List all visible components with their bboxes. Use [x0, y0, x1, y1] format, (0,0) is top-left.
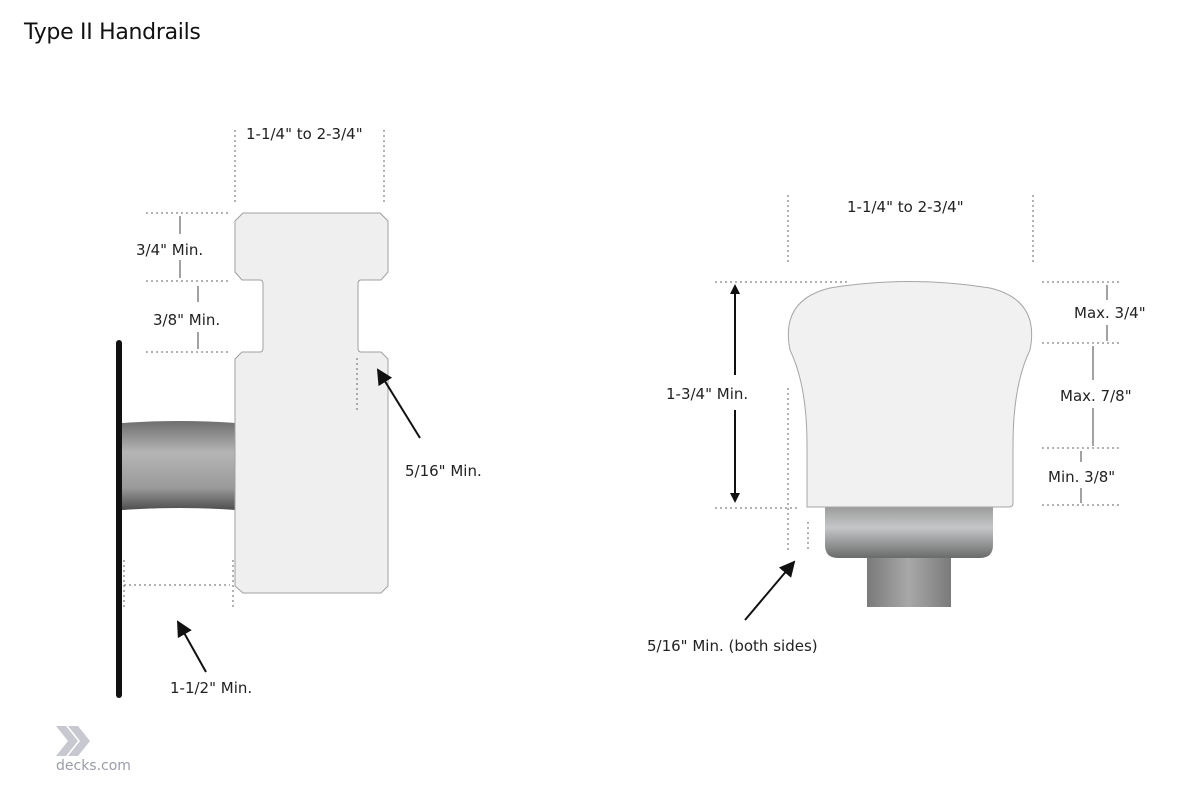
right-height-label: 1-3/4" Min.	[666, 385, 748, 403]
left-handrail-figure: 1-1/4" to 2-3/4" 3/4" Min. 3/8" Min. 5/1…	[116, 125, 482, 698]
recess-both-sides-arrow	[744, 560, 796, 621]
handrail-cap	[787, 281, 1033, 508]
chevron-logo-icon	[56, 726, 90, 756]
right-recess-label: 5/16" Min. (both sides)	[647, 637, 818, 655]
right-middle-label: Max. 7/8"	[1060, 387, 1132, 405]
handrail-profile	[234, 212, 389, 594]
wall-clearance-label: 1-1/2" Min.	[170, 679, 252, 697]
clearance-pointer-arrow	[177, 620, 207, 673]
logo-text: decks.com	[56, 758, 131, 774]
right-top-label: Max. 3/4"	[1074, 304, 1146, 322]
left-top-label: 3/4" Min.	[136, 241, 203, 259]
left-width-label: 1-1/4" to 2-3/4"	[246, 125, 363, 143]
left-recess-label: 3/8" Min.	[153, 311, 220, 329]
right-bottom-label: Min. 3/8"	[1048, 468, 1115, 486]
right-handrail-figure: 1-1/4" to 2-3/4" 1-3/4" Min. Max. 3/4" M…	[647, 195, 1146, 655]
support-post	[867, 552, 951, 607]
wall-post	[122, 421, 236, 510]
recess-pointer-arrow	[376, 368, 421, 439]
left-recess-depth-label: 5/16" Min.	[405, 462, 482, 480]
wall	[116, 340, 122, 698]
page-title: Type II Handrails	[24, 20, 201, 45]
decks-logo: decks.com	[56, 726, 131, 774]
rail-bracket	[825, 507, 993, 558]
right-width-label: 1-1/4" to 2-3/4"	[847, 198, 964, 216]
